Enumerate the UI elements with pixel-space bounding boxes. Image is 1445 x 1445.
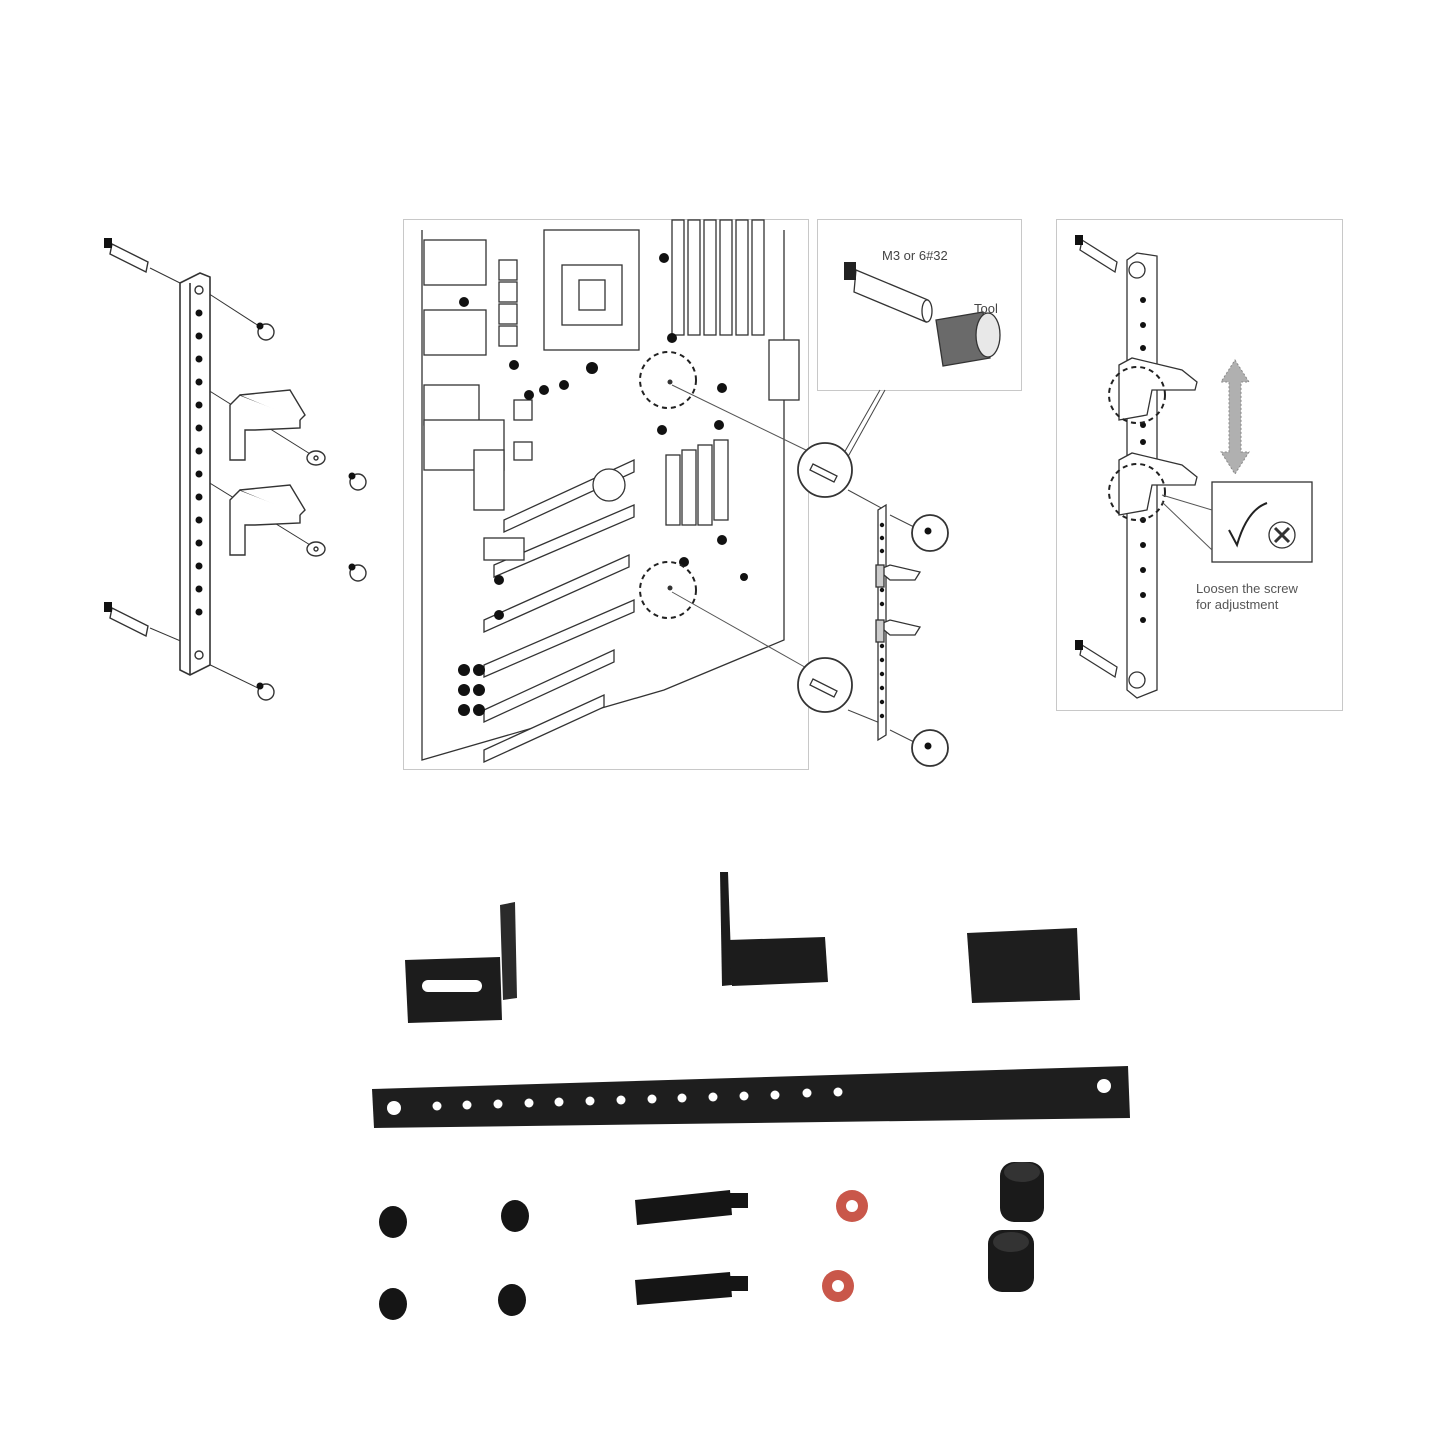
standoff-tool-callout: M3 or 6#32 Tool [817,219,1022,391]
installed-bracket-detail [790,380,990,780]
washers [822,1190,868,1302]
adjustment-note-line1: Loosen the screw [1196,581,1298,596]
screws [379,1200,529,1320]
motherboard-install-panel [403,219,811,770]
tool-label: Tool [974,301,998,316]
exploded-view-diagram [0,0,400,760]
adjustment-panel: Loosen the screw for adjustment [1056,219,1343,711]
l-bracket-slotted [405,902,517,1023]
parts-photo [360,860,1140,1330]
bracket-rail [372,1066,1130,1128]
standoff-size-label: M3 or 6#32 [882,248,948,263]
standoffs [635,1190,748,1305]
thumb-nuts [988,1162,1044,1292]
rail-holes [387,1079,1111,1115]
rubber-pad [967,928,1080,1003]
l-bracket-tab [720,872,828,986]
adjustment-note-line2: for adjustment [1196,597,1279,612]
